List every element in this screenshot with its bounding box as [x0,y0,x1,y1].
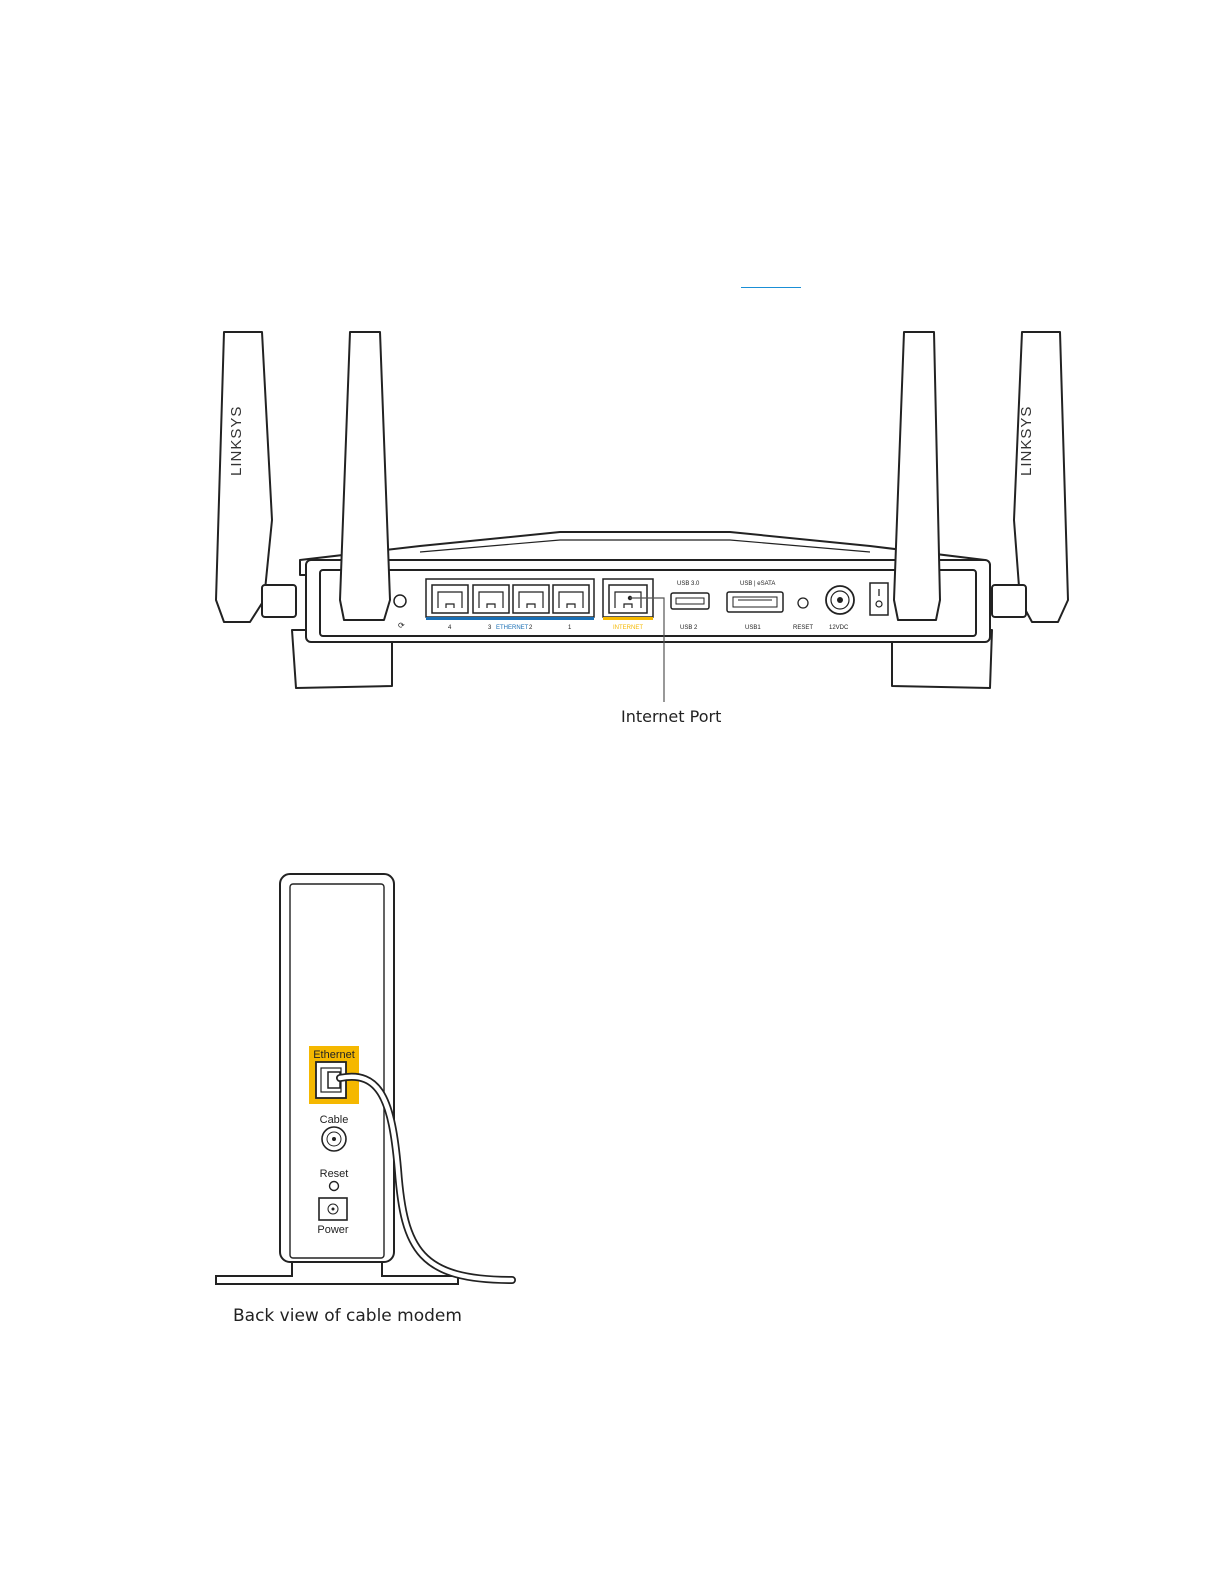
reset-hole [798,598,808,608]
right-outer-antenna [1014,332,1068,622]
hyperlink-underline[interactable] [741,287,801,288]
port-label-usb1: USB1 [745,625,761,631]
modem-label-cable: Cable [320,1114,349,1126]
left-outer-antenna [216,332,272,622]
usb2-port [671,593,709,609]
left-antenna-brand: LINKSYS [228,406,245,476]
modem-label-reset: Reset [320,1168,349,1180]
port-label-reset: RESET [793,625,813,631]
modem-label-ethernet: Ethernet [313,1049,355,1061]
modem-reset-hole [330,1182,339,1191]
port-label-ethernet: ETHERNET [496,625,529,631]
left-inner-antenna [340,332,390,620]
right-antenna-brand: LINKSYS [1018,406,1035,476]
power-switch [870,583,888,615]
port-label-usb30: USB 3.0 [677,581,700,587]
modem-stand [216,1262,458,1284]
right-inner-antenna [894,332,940,620]
cable-modem-back-illustration: Ethernet Cable Reset Power [200,860,530,1340]
modem-label-power: Power [317,1224,349,1236]
modem-caption: Back view of cable modem [233,1306,462,1326]
port-label-usb2: USB 2 [680,625,698,631]
port-label-12vdc: 12VDC [829,625,849,631]
port-label-usb-esata: USB | eSATA [740,581,775,587]
router-back-illustration: ⟳ 4 3 ETHERNET 2 1 INTERNET USB 3.0 [200,320,1080,740]
usb1-esata-port [727,592,783,612]
svg-text:⟳: ⟳ [398,621,405,630]
internet-port-caption: Internet Port [621,707,721,726]
port-label-internet: INTERNET [613,625,643,631]
